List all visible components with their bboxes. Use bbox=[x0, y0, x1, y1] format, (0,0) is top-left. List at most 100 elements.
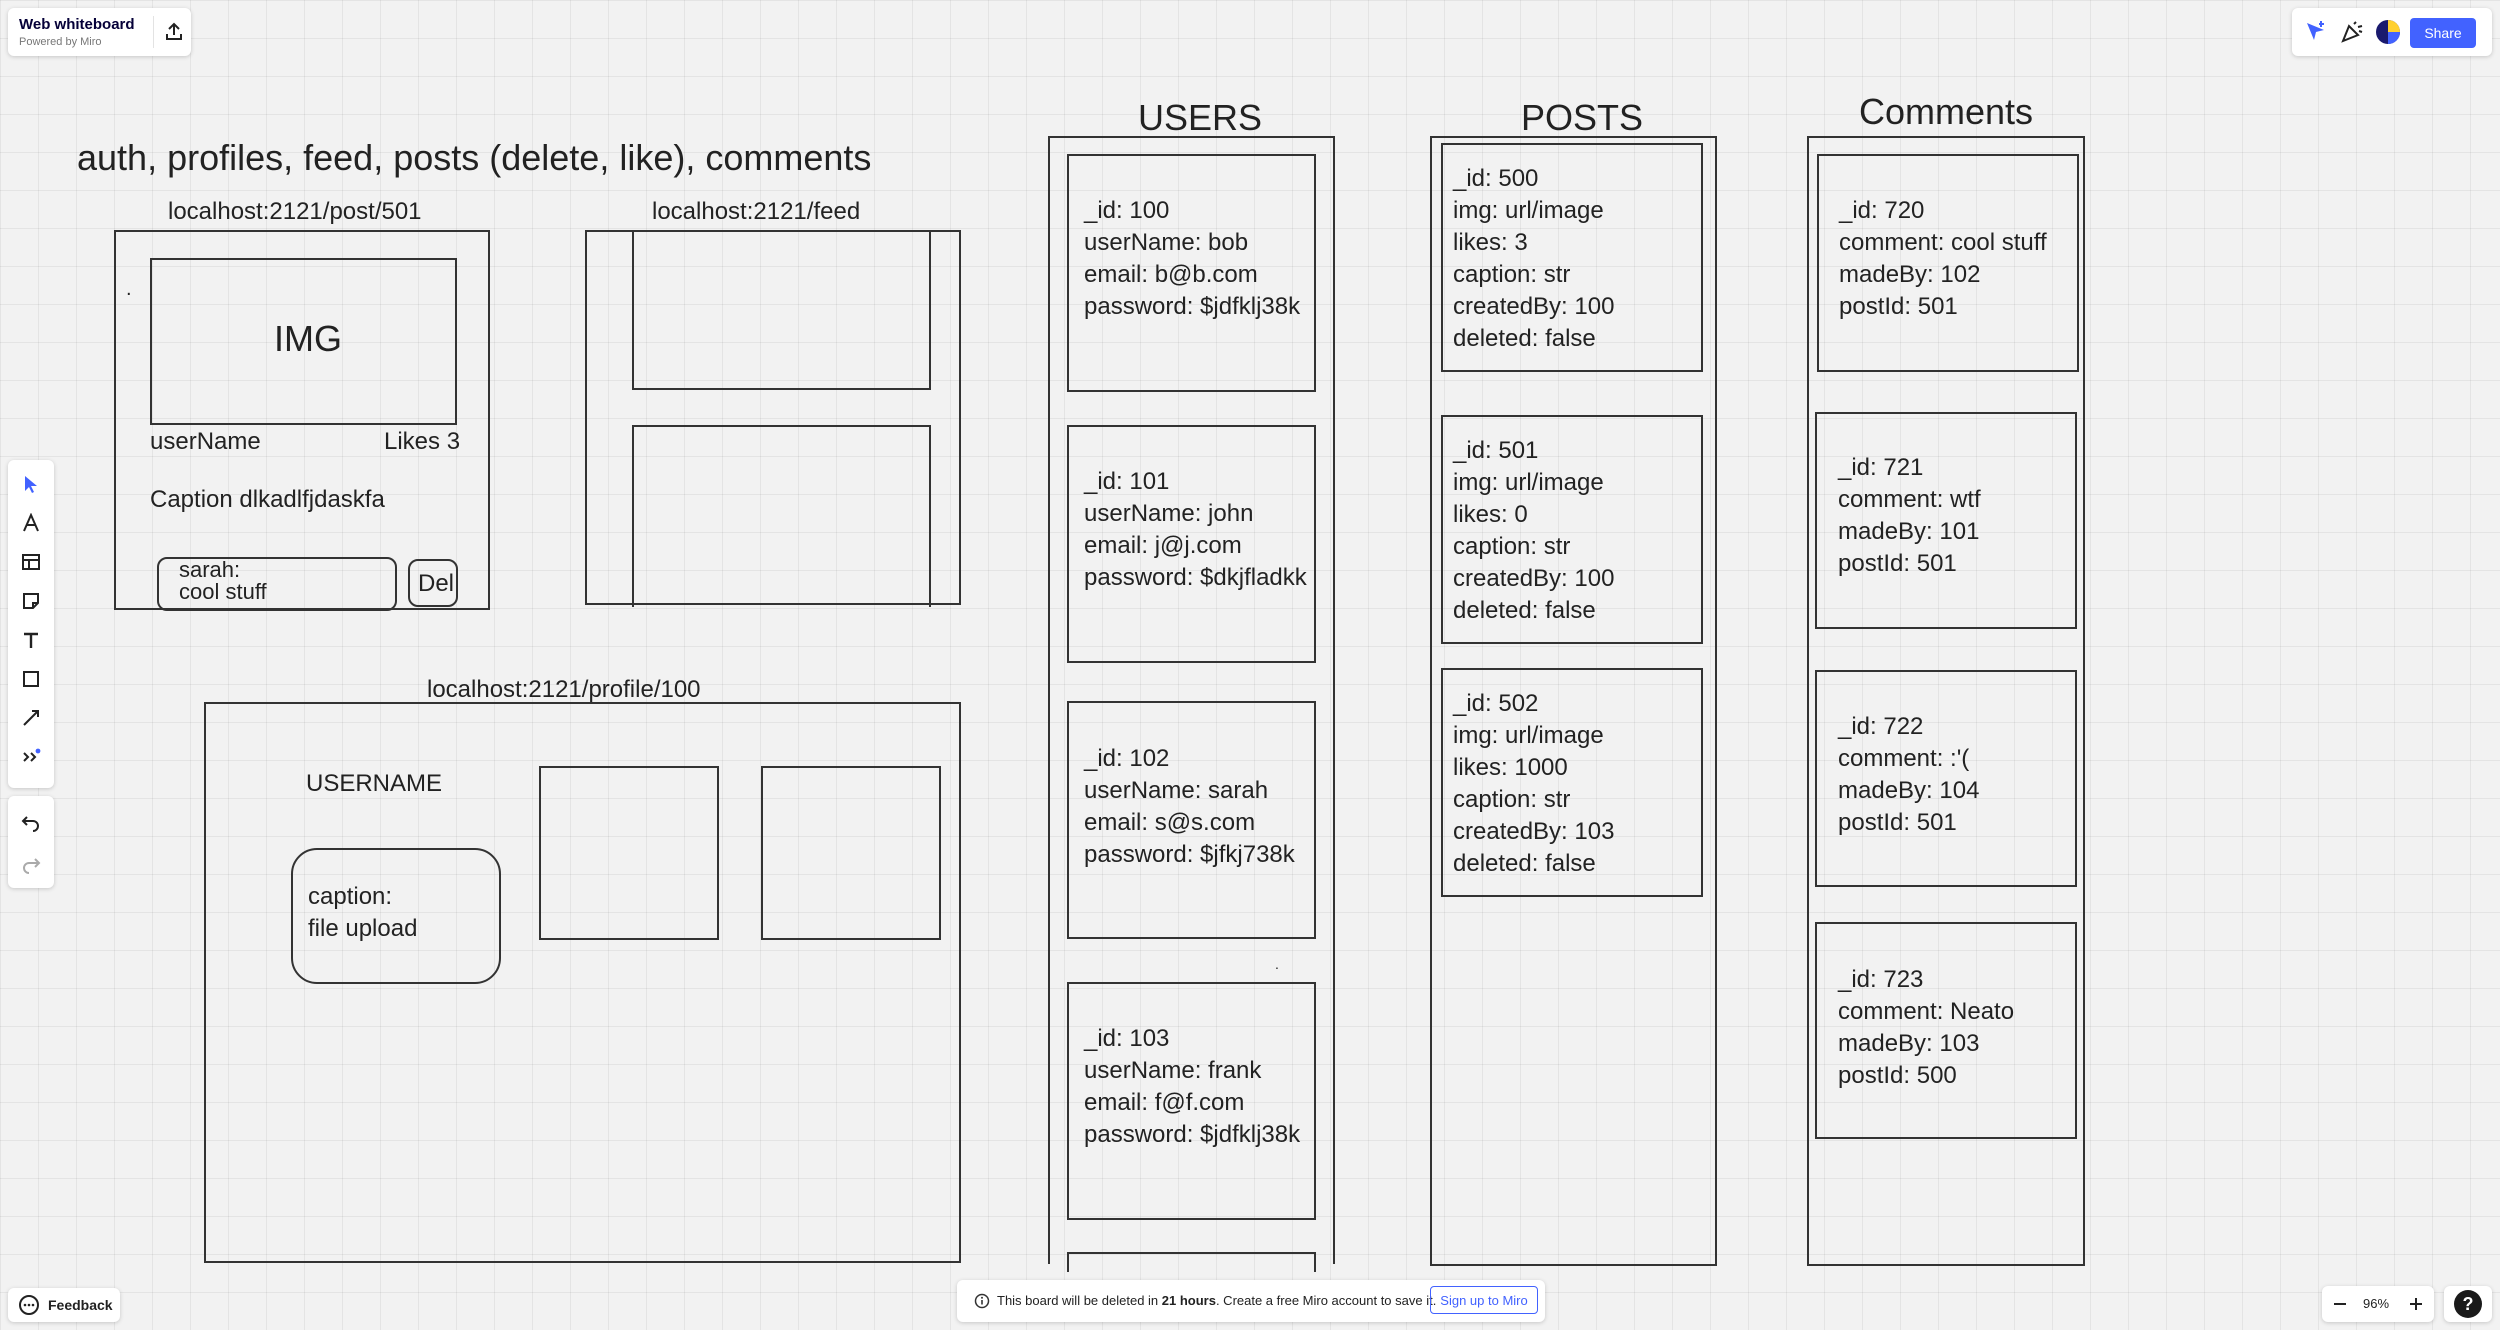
record-line: postId: 501 bbox=[1839, 293, 1958, 320]
record-line: _id: 100 bbox=[1084, 197, 1170, 224]
record-line: _id: 502 bbox=[1453, 690, 1539, 717]
record-line: postId: 501 bbox=[1838, 809, 1957, 836]
posts-title[interactable]: POSTS bbox=[1521, 97, 1644, 138]
user-record-partial[interactable] bbox=[1067, 1252, 1316, 1272]
board-heading[interactable]: auth, profiles, feed, posts (delete, lik… bbox=[77, 137, 872, 178]
record-line: img: url/image bbox=[1453, 197, 1604, 224]
shape-tool[interactable] bbox=[15, 663, 47, 695]
record-line: email: f@f.com bbox=[1084, 1089, 1245, 1116]
record-line: password: $jdfklj38k bbox=[1084, 1121, 1301, 1148]
post-page-frame[interactable]: . IMG userName Likes 3 Caption dlkadlfjd… bbox=[114, 230, 490, 611]
help-button[interactable]: ? bbox=[2454, 1290, 2482, 1318]
record-line: email: j@j.com bbox=[1084, 532, 1242, 559]
profile-post-thumb[interactable] bbox=[539, 766, 719, 940]
post-image-placeholder[interactable]: IMG bbox=[150, 258, 457, 425]
comments-title[interactable]: Comments bbox=[1859, 91, 2034, 132]
upload-caption-label: caption: bbox=[308, 883, 393, 910]
profile-page-url[interactable]: localhost:2121/profile/100 bbox=[427, 676, 701, 703]
post-comment-box[interactable]: sarah: cool stuff bbox=[157, 557, 397, 611]
record-line: madeBy: 102 bbox=[1839, 261, 1981, 288]
record-line: likes: 0 bbox=[1453, 501, 1528, 528]
redo-button[interactable] bbox=[15, 848, 47, 880]
banner-hours: 21 hours bbox=[1161, 1293, 1216, 1308]
share-button[interactable]: Share bbox=[2410, 18, 2476, 48]
profile-page-frame[interactable]: USERNAME caption: file upload bbox=[204, 702, 961, 1263]
banner-prefix: This board will be deleted in bbox=[997, 1293, 1162, 1308]
feedback-button[interactable]: Feedback bbox=[8, 1288, 120, 1322]
users-column[interactable] bbox=[1048, 136, 1335, 1264]
board-title[interactable]: Web whiteboard bbox=[19, 16, 135, 33]
celebrate-button[interactable] bbox=[2338, 18, 2366, 46]
signup-button[interactable]: Sign up to Miro bbox=[1430, 1286, 1538, 1314]
record-line: password: $jfkj738k bbox=[1084, 841, 1295, 868]
record-line: caption: str bbox=[1453, 786, 1571, 813]
zoom-out-button[interactable] bbox=[2326, 1290, 2354, 1318]
connector-icon bbox=[23, 710, 39, 726]
record-line: userName: frank bbox=[1084, 1057, 1262, 1084]
profile-post-thumb[interactable] bbox=[761, 766, 941, 940]
pen-tool[interactable] bbox=[15, 507, 47, 539]
feedback-label: Feedback bbox=[48, 1297, 113, 1313]
users-title[interactable]: USERS bbox=[1138, 97, 1263, 138]
redo-icon bbox=[23, 858, 41, 874]
record-line: deleted: false bbox=[1453, 325, 1596, 352]
upload-form[interactable]: caption: file upload bbox=[291, 848, 501, 984]
more-tools-icon bbox=[23, 748, 41, 762]
comment-record[interactable]: _id: 723 comment: Neato madeBy: 103 post… bbox=[1815, 922, 2077, 1139]
comment-record[interactable]: _id: 720 comment: cool stuff madeBy: 102… bbox=[1817, 154, 2079, 372]
feed-page-url[interactable]: localhost:2121/feed bbox=[652, 198, 861, 225]
user-record[interactable]: _id: 103 userName: frank email: f@f.com … bbox=[1067, 982, 1316, 1220]
connector-tool[interactable] bbox=[15, 702, 47, 734]
template-tool[interactable] bbox=[15, 546, 47, 578]
plus-icon bbox=[2410, 1298, 2422, 1310]
delete-comment-button[interactable]: Del bbox=[408, 559, 458, 607]
undo-icon bbox=[21, 816, 39, 832]
post-username: userName bbox=[150, 428, 261, 455]
record-line: comment: wtf bbox=[1838, 486, 1981, 513]
record-line: madeBy: 101 bbox=[1838, 518, 1980, 545]
post-dot: . bbox=[126, 278, 132, 300]
post-page-url[interactable]: localhost:2121/post/501 bbox=[168, 198, 422, 225]
user-record[interactable]: _id: 101 userName: john email: j@j.com p… bbox=[1067, 425, 1316, 663]
left-toolbar bbox=[8, 460, 54, 788]
record-line: userName: bob bbox=[1084, 229, 1249, 256]
comment-record[interactable]: _id: 722 comment: :'( madeBy: 104 postId… bbox=[1815, 670, 2077, 887]
avatar-icon bbox=[2376, 20, 2400, 44]
comment-record[interactable]: _id: 721 comment: wtf madeBy: 101 postId… bbox=[1815, 412, 2077, 629]
comment-author: sarah: bbox=[179, 557, 241, 582]
record-line: img: url/image bbox=[1453, 722, 1604, 749]
sticky-note-icon bbox=[23, 593, 39, 609]
text-tool[interactable] bbox=[15, 624, 47, 656]
comments-column[interactable] bbox=[1807, 136, 2085, 1266]
cursor-reactions-button[interactable] bbox=[2302, 18, 2330, 46]
record-line: deleted: false bbox=[1453, 597, 1596, 624]
more-tools-button[interactable] bbox=[15, 741, 47, 773]
user-avatar[interactable] bbox=[2374, 18, 2402, 46]
comment-text: cool stuff bbox=[179, 579, 267, 604]
user-record[interactable]: _id: 102 userName: sarah email: s@s.com … bbox=[1067, 701, 1316, 939]
export-button[interactable] bbox=[158, 16, 190, 48]
sticky-note-tool[interactable] bbox=[15, 585, 47, 617]
select-tool[interactable] bbox=[15, 468, 47, 500]
zoom-in-button[interactable] bbox=[2402, 1290, 2430, 1318]
feed-page-frame[interactable] bbox=[585, 230, 961, 607]
undo-button[interactable] bbox=[15, 806, 47, 838]
record-line: createdBy: 100 bbox=[1453, 293, 1615, 320]
record-line: likes: 3 bbox=[1453, 229, 1528, 256]
delete-label: Del bbox=[418, 570, 455, 597]
record-line: postId: 500 bbox=[1838, 1062, 1957, 1089]
post-record[interactable]: _id: 502 img: url/image likes: 1000 capt… bbox=[1441, 668, 1703, 897]
feed-card[interactable] bbox=[632, 425, 931, 607]
cursor-arrow-icon bbox=[2307, 21, 2324, 40]
text-icon bbox=[24, 632, 38, 648]
record-line: img: url/image bbox=[1453, 469, 1604, 496]
user-record[interactable]: _id: 100 userName: bob email: b@b.com pa… bbox=[1067, 154, 1316, 392]
record-line: _id: 101 bbox=[1084, 468, 1170, 495]
post-record[interactable]: _id: 501 img: url/image likes: 0 caption… bbox=[1441, 415, 1703, 644]
posts-column[interactable] bbox=[1430, 136, 1717, 1266]
zoom-level[interactable]: 96% bbox=[2363, 1296, 2390, 1311]
zoom-controls: 96% bbox=[2322, 1286, 2434, 1322]
feed-card[interactable] bbox=[632, 230, 931, 390]
board-subtitle: Powered by Miro bbox=[19, 36, 102, 48]
post-record[interactable]: _id: 500 img: url/image likes: 3 caption… bbox=[1441, 143, 1703, 372]
